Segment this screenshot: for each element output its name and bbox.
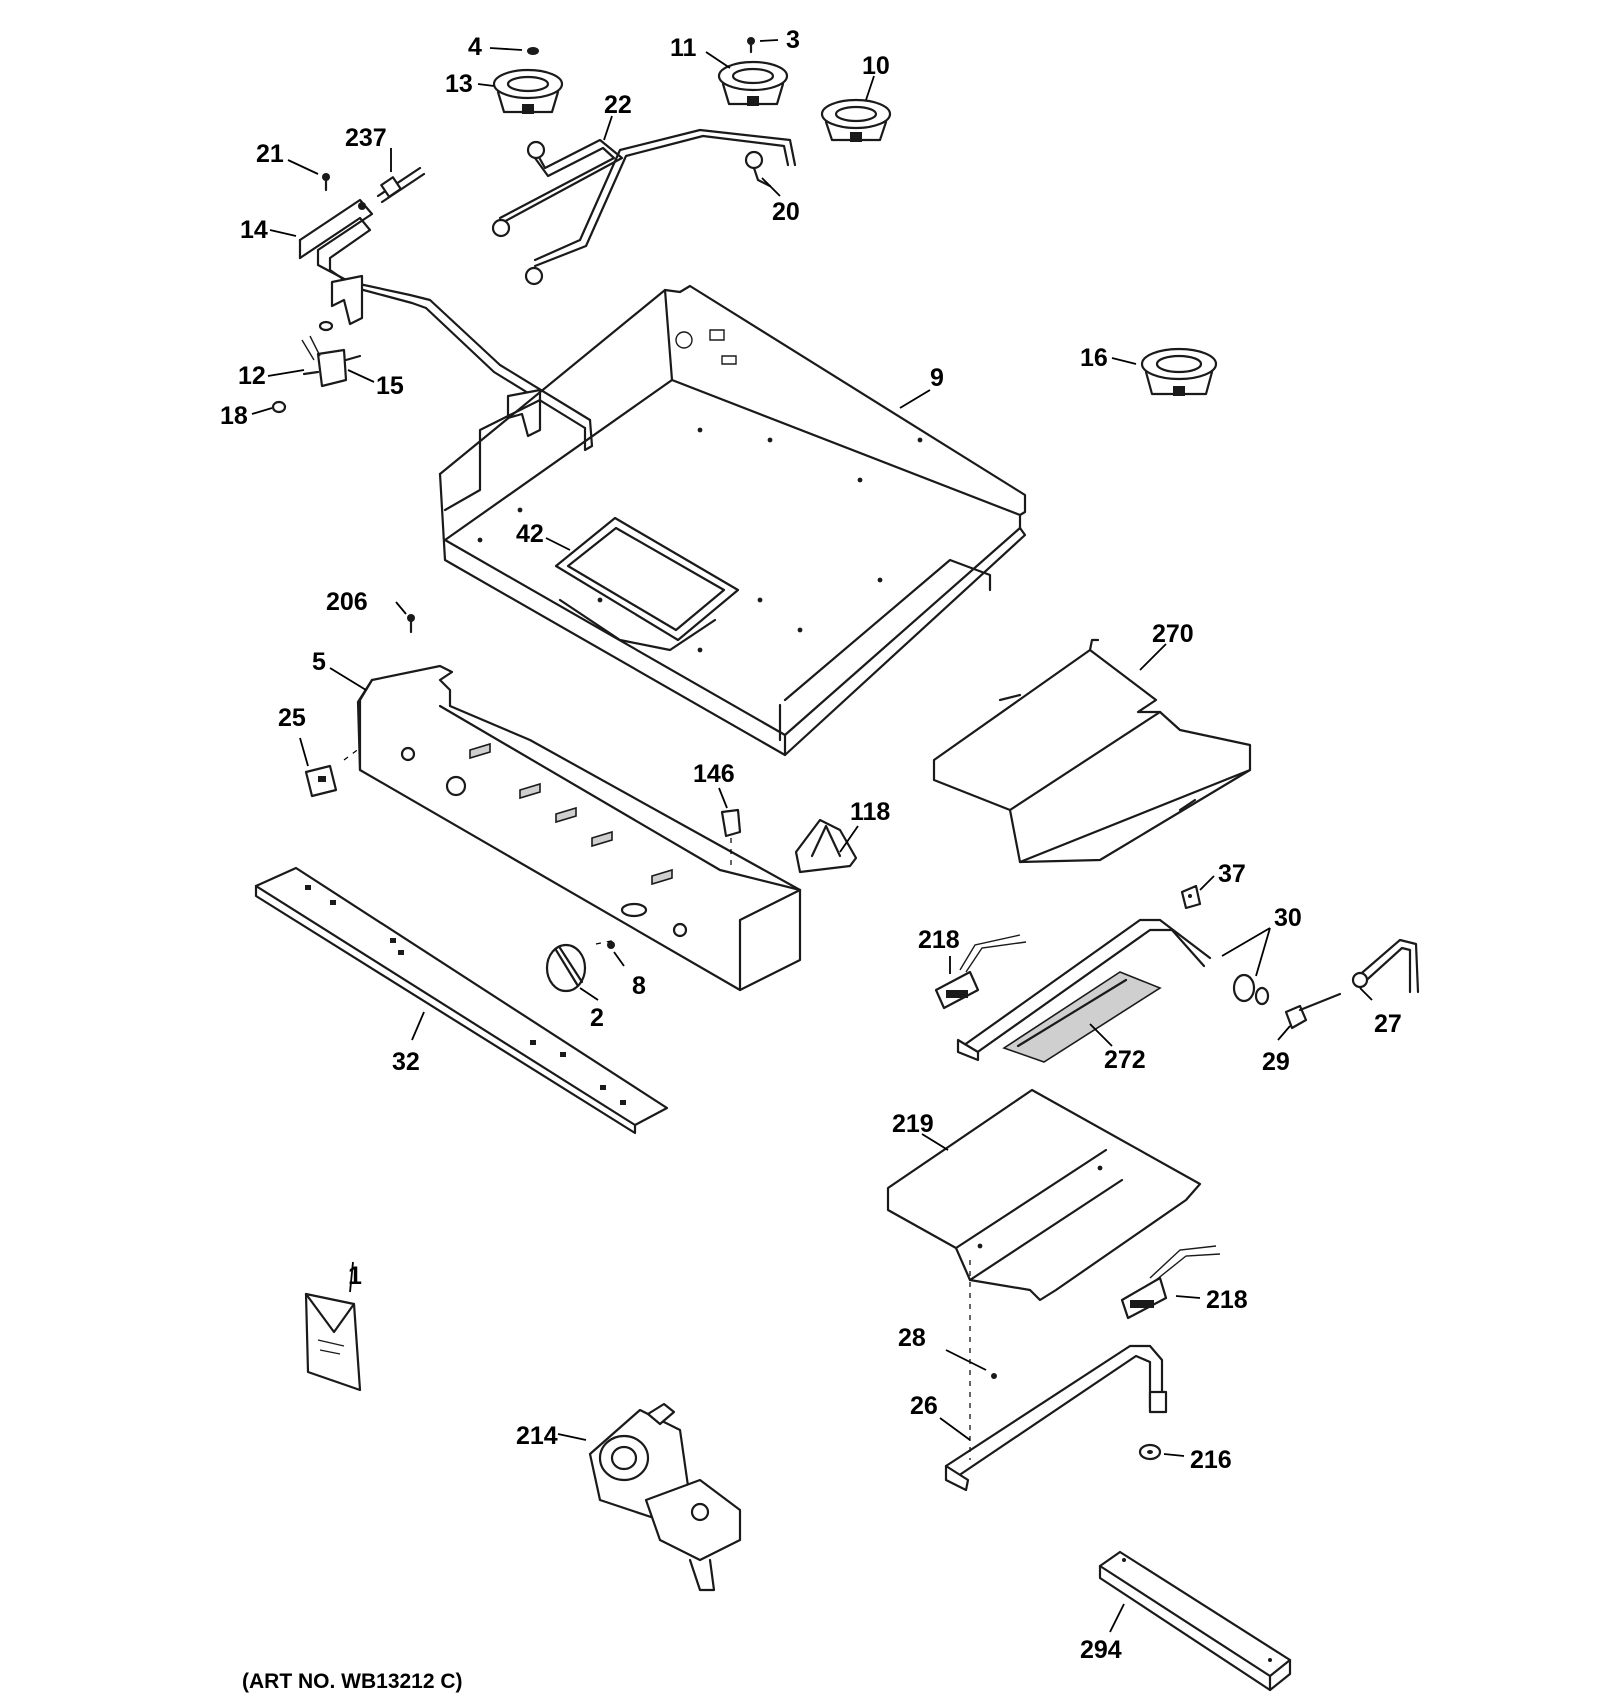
- burner-tubes-22: [491, 128, 797, 286]
- callout-labels: 4 3 11 10 13 22 237 21 20 14 16 12 15 9 …: [220, 26, 1402, 1664]
- clip-146: [720, 808, 742, 870]
- burner-head-10: [820, 98, 892, 142]
- burner-head-11: [717, 60, 789, 106]
- callout-1: 1: [348, 1262, 362, 1290]
- callout-27: 27: [1374, 1010, 1402, 1038]
- callout-146: 146: [693, 760, 735, 788]
- bracket-37: [1180, 884, 1202, 910]
- burner-box-9: [438, 284, 1027, 757]
- screw-8: [595, 939, 617, 949]
- washer-18: [271, 400, 287, 414]
- orifice-29: [1284, 992, 1342, 1030]
- knob-2: [545, 943, 587, 993]
- callout-272: 272: [1104, 1046, 1146, 1074]
- callout-30: 30: [1274, 904, 1302, 932]
- callout-25: 25: [278, 704, 306, 732]
- callout-270: 270: [1152, 620, 1194, 648]
- callout-216: 216: [1190, 1446, 1232, 1474]
- manifold-14: [298, 198, 594, 452]
- callout-8: 8: [632, 972, 646, 1000]
- callout-37: 37: [1218, 860, 1246, 888]
- gas-line-27: [1351, 938, 1420, 994]
- fitting-237: [376, 166, 426, 204]
- leader-lines: [251, 39, 1373, 1633]
- broil-burner-26: [944, 1344, 1168, 1492]
- flame-spreader-272: [1002, 971, 1162, 1063]
- art-number: (ART NO. WB13212 C): [242, 1670, 463, 1693]
- callout-9: 9: [930, 364, 944, 392]
- callout-32: 32: [392, 1048, 420, 1076]
- igniter-218-upper: [934, 934, 1027, 1010]
- screw-4: [527, 47, 539, 55]
- trim-strip-32: [254, 866, 669, 1135]
- callout-2: 2: [590, 1004, 604, 1032]
- callout-3: 3: [786, 26, 800, 54]
- bracket-118: [794, 818, 858, 874]
- screw-206: [407, 614, 415, 634]
- callout-218-upper: 218: [918, 926, 960, 954]
- burner-head-13: [492, 68, 564, 114]
- callout-28: 28: [898, 1324, 926, 1352]
- air-shutter-30: [1232, 973, 1270, 1006]
- callout-12: 12: [238, 362, 266, 390]
- callout-42: 42: [516, 520, 544, 548]
- callout-20: 20: [772, 198, 800, 226]
- callout-294: 294: [1080, 1636, 1122, 1664]
- callout-14: 14: [240, 216, 268, 244]
- screw-28: [991, 1373, 997, 1379]
- nut-216: [1138, 1443, 1162, 1461]
- callout-13: 13: [445, 70, 473, 98]
- callout-118: 118: [850, 798, 890, 826]
- clip-25: [304, 764, 338, 798]
- callout-21: 21: [256, 140, 284, 168]
- literature-1: [304, 1292, 362, 1392]
- manifold-panel-5: [356, 664, 802, 992]
- valve-214: [588, 1402, 742, 1592]
- cover-42: [554, 516, 740, 652]
- callout-214: 214: [516, 1422, 558, 1450]
- screw-21: [322, 173, 330, 192]
- callout-18: 18: [220, 402, 248, 430]
- callout-29: 29: [1262, 1048, 1290, 1076]
- callout-219: 219: [892, 1110, 934, 1138]
- igniter-218-lower: [1120, 1245, 1221, 1320]
- valve-12-15: [301, 320, 362, 388]
- callout-5: 5: [312, 648, 326, 676]
- oven-burner-tube: [956, 918, 1212, 1062]
- baffle-219: [886, 1088, 1202, 1302]
- burner-head-16: [1140, 347, 1218, 396]
- callout-16: 16: [1080, 344, 1108, 372]
- callout-4: 4: [468, 33, 482, 61]
- callout-237: 237: [345, 124, 387, 152]
- callout-206: 206: [326, 588, 368, 616]
- callout-218-lower: 218: [1206, 1286, 1248, 1314]
- shield-270: [932, 638, 1252, 864]
- rail-294: [1098, 1550, 1292, 1692]
- callout-26: 26: [910, 1392, 938, 1420]
- callout-11: 11: [670, 34, 697, 62]
- callout-10: 10: [862, 52, 890, 80]
- screw-3: [747, 37, 755, 54]
- callout-15: 15: [376, 372, 404, 400]
- callout-22: 22: [604, 91, 632, 119]
